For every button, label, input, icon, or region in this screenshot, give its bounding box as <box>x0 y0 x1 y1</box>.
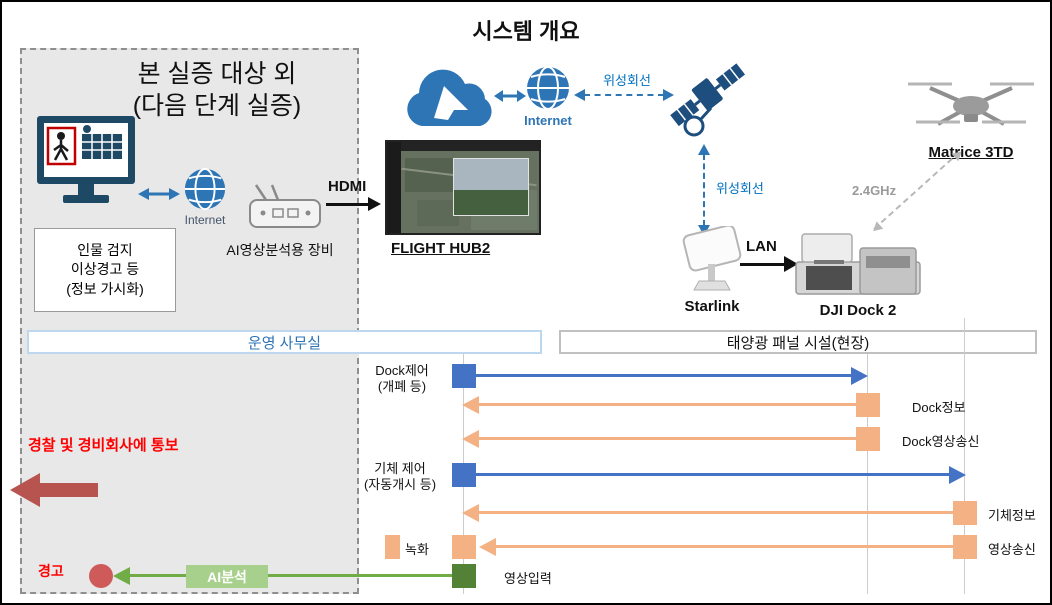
caption-line1: 인물 검지 <box>77 241 133 258</box>
flighthub-topbar <box>401 142 539 151</box>
dji-dock-label: DJI Dock 2 <box>819 302 897 319</box>
hdmi-arrow-head <box>368 197 381 211</box>
dock-control-arrow-head <box>851 367 868 385</box>
inset-sky <box>454 159 528 190</box>
warning-circle <box>89 564 113 588</box>
drone-control-label: 기체 제어 (자동개시 등) <box>363 461 437 493</box>
dock-control-source-square <box>452 364 476 388</box>
internet-globe-left-icon <box>182 166 228 217</box>
video-receive-square <box>452 535 476 559</box>
drone-info-arrow-line <box>478 511 953 514</box>
drone-control-source-square <box>452 463 476 487</box>
satellite-link-arrow <box>584 94 664 96</box>
warning-arrow-head <box>113 567 130 585</box>
monitor-internet-arrow-icon <box>138 186 180 207</box>
drone-info-source-square <box>953 501 977 525</box>
dock-video-arrow-head <box>462 430 479 448</box>
dock-info-source-square <box>856 393 880 417</box>
notify-label: 경찰 및 경비회사에 통보 <box>28 437 179 454</box>
flighthub-cloud-icon <box>398 60 496 143</box>
satellite-link-head-left <box>574 89 585 101</box>
caption-line2: 이상경고 등 <box>70 261 140 278</box>
dock-info-arrow-head <box>462 396 479 414</box>
satellite-link-label: 위성회선 <box>603 73 651 88</box>
map-patch <box>417 200 459 226</box>
demo-scope-heading-line2: (다음 단계 실증) <box>132 92 302 120</box>
cloud-internet-arrow-icon <box>494 88 526 109</box>
notify-arrow <box>10 472 98 513</box>
satellite-downlink-arrow <box>703 154 705 226</box>
lan-arrow-head <box>784 256 798 272</box>
freq-label: 2.4GHz <box>852 183 897 198</box>
office-zone-bar: 운영 사무실 <box>27 330 542 354</box>
drone-control-arrow-head <box>949 466 966 484</box>
demo-scope-heading-line1: 본 실증 대상 외 <box>137 60 297 88</box>
video-send-label: 영상송신 <box>988 542 1036 557</box>
video-input-square <box>452 564 476 588</box>
dock-video-arrow-line <box>478 437 856 440</box>
ai-equipment-label: AI영상분석용 장비 <box>226 242 334 258</box>
page-title: 시스템 개요 <box>472 19 580 44</box>
matrice-drone-image <box>904 70 1038 147</box>
hdmi-label: HDMI <box>328 178 367 195</box>
dock-video-label: Dock영상송신 <box>902 434 980 449</box>
video-send-arrow-line <box>495 545 953 548</box>
detection-caption-box: 인물 검지 이상경고 등 (정보 가시화) <box>34 228 176 312</box>
starlink-dish-icon <box>672 224 752 301</box>
ai-device-icon <box>248 182 322 239</box>
satellite-downlink-label: 위성회선 <box>716 181 764 196</box>
video-input-label: 영상입력 <box>504 571 552 586</box>
drone-info-arrow-head <box>462 504 479 522</box>
internet-label-right: Internet <box>524 113 572 128</box>
monitor-icon <box>35 114 137 218</box>
lifeline-drone <box>964 318 965 594</box>
starlink-label: Starlink <box>684 298 740 315</box>
flighthub-screenshot <box>385 140 541 235</box>
satellite-link-head-right <box>663 89 674 101</box>
drone-control-arrow-line <box>476 473 949 476</box>
warning-label: 경고 <box>38 563 64 579</box>
flighthub-sidebar <box>387 142 401 233</box>
record-label: 녹화 <box>405 542 429 557</box>
dock-control-arrow-line <box>476 374 851 377</box>
dock-control-label: Dock제어 (개폐 등) <box>375 363 429 395</box>
dji-dock-image <box>794 226 922 305</box>
flighthub-camera-inset <box>453 158 529 216</box>
flighthub-label: FLIGHT HUB2 <box>391 240 491 257</box>
site-zone-bar: 태양광 패널 시설(현장) <box>559 330 1037 354</box>
internet-globe-right-icon <box>524 64 572 117</box>
lan-label: LAN <box>746 238 777 255</box>
video-input-line <box>129 574 452 577</box>
office-zone-label: 운영 사무실 <box>247 334 322 352</box>
matrice-label: Matrice 3TD <box>928 144 1014 161</box>
dock-video-source-square <box>856 427 880 451</box>
site-zone-label: 태양광 패널 시설(현장) <box>726 334 870 352</box>
satellite-downlink-head-up <box>698 144 710 155</box>
dock-info-label: Dock정보 <box>912 400 966 415</box>
satellite-icon <box>664 52 750 153</box>
internet-label-left: Internet <box>184 213 226 227</box>
record-marker <box>385 535 400 559</box>
dock-info-arrow-line <box>478 403 856 406</box>
inset-field <box>454 189 528 215</box>
video-send-source-square <box>953 535 977 559</box>
caption-line3: (정보 가시화) <box>66 280 144 297</box>
drone-info-label: 기체정보 <box>988 508 1036 523</box>
video-send-arrow-head <box>479 538 496 556</box>
lan-arrow-line <box>740 263 786 266</box>
hdmi-arrow-line <box>326 203 370 206</box>
ai-analysis-badge: AI분석 <box>186 565 268 588</box>
